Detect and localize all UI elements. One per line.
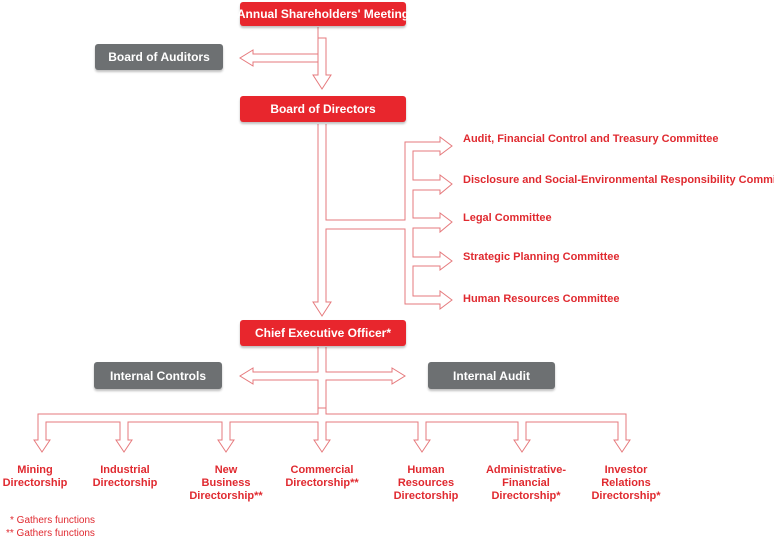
- box-board-of-auditors: Board of Auditors: [95, 44, 223, 70]
- box-internal-audit: Internal Audit: [428, 362, 555, 389]
- committee-human-resources: Human Resources Committee: [463, 293, 620, 305]
- box-annual-shareholders-meeting: Annual Shareholders' Meeting: [237, 2, 409, 26]
- footnote-double: ** Gathers functions: [6, 528, 95, 539]
- box-internal-controls: Internal Controls: [94, 362, 222, 389]
- footnote-single: * Gathers functions: [10, 515, 96, 526]
- committee-audit: Audit, Financial Control and Treasury Co…: [463, 133, 719, 145]
- committee-legal: Legal Committee: [463, 212, 552, 224]
- committee-disclosure: Disclosure and Social-Environmental Resp…: [463, 174, 774, 186]
- committee-strategic-planning: Strategic Planning Committee: [463, 251, 620, 263]
- box-chief-executive-officer: Chief Executive Officer*: [240, 320, 406, 346]
- box-board-of-directors: Board of Directors: [240, 96, 406, 122]
